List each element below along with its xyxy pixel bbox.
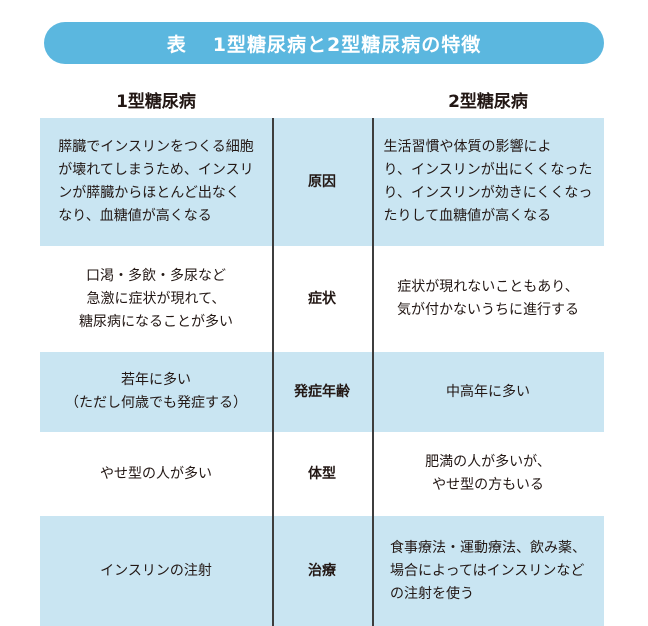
comparison-table: 膵臓でインスリンをつくる細胞 が壊れてしまうため、インスリ ンが膵臓からほとんど… [40, 118, 604, 626]
category-treatment: 治療 [308, 562, 336, 579]
category-cause: 原因 [308, 173, 336, 190]
column-divider-right [372, 118, 374, 626]
type2-symptom: 症状が現れないこともあり、 気が付かないうちに進行する [397, 279, 579, 318]
column-divider-left [272, 118, 274, 626]
column-header-type2: 2型糖尿病 [448, 91, 528, 112]
table-title: 1型糖尿病と2型糖尿病の特徴 [212, 33, 482, 56]
type2-treatment: 食事療法・運動療法、飲み薬、 場合によってはインスリンなど の注射を使う [390, 539, 586, 602]
type1-onset-age: 若年に多い （ただし何歳でも発症する） [65, 372, 247, 411]
type1-body-type: やせ型の人が多い [100, 465, 212, 482]
type1-treatment: インスリンの注射 [100, 562, 212, 579]
type1-cause: 膵臓でインスリンをつくる細胞 が壊れてしまうため、インスリ ンが膵臓からほとんど… [58, 139, 254, 224]
type2-cause: 生活習慣や体質の影響によ り、インスリンが出にくくなった り、インスリンが効きに… [383, 139, 593, 224]
table-row-cause: 膵臓でインスリンをつくる細胞 が壊れてしまうため、インスリ ンが膵臓からほとんど… [40, 118, 604, 246]
category-body-type: 体型 [308, 465, 336, 482]
category-symptom: 症状 [308, 290, 336, 307]
column-header-type1: 1型糖尿病 [116, 91, 196, 112]
table-row-body-type: やせ型の人が多い 体型 肥満の人が多いが、 やせ型の方もいる [40, 432, 604, 516]
table-row-treatment: インスリンの注射 治療 食事療法・運動療法、飲み薬、 場合によってはインスリンな… [40, 516, 604, 626]
table-row-onset-age: 若年に多い （ただし何歳でも発症する） 発症年齢 中高年に多い [40, 352, 604, 432]
category-onset-age: 発症年齢 [294, 383, 350, 400]
table-label: 表 [166, 33, 187, 56]
type2-onset-age: 中高年に多い [446, 383, 530, 400]
table-row-symptom: 口渇・多飲・多尿など 急激に症状が現れて、 糖尿病になることが多い 症状 症状が… [40, 246, 604, 352]
type2-body-type: 肥満の人が多いが、 やせ型の方もいる [425, 454, 551, 493]
type1-symptom: 口渇・多飲・多尿など 急激に症状が現れて、 糖尿病になることが多い [79, 267, 233, 330]
table-title-bar: 表 1型糖尿病と2型糖尿病の特徴 [44, 22, 604, 64]
